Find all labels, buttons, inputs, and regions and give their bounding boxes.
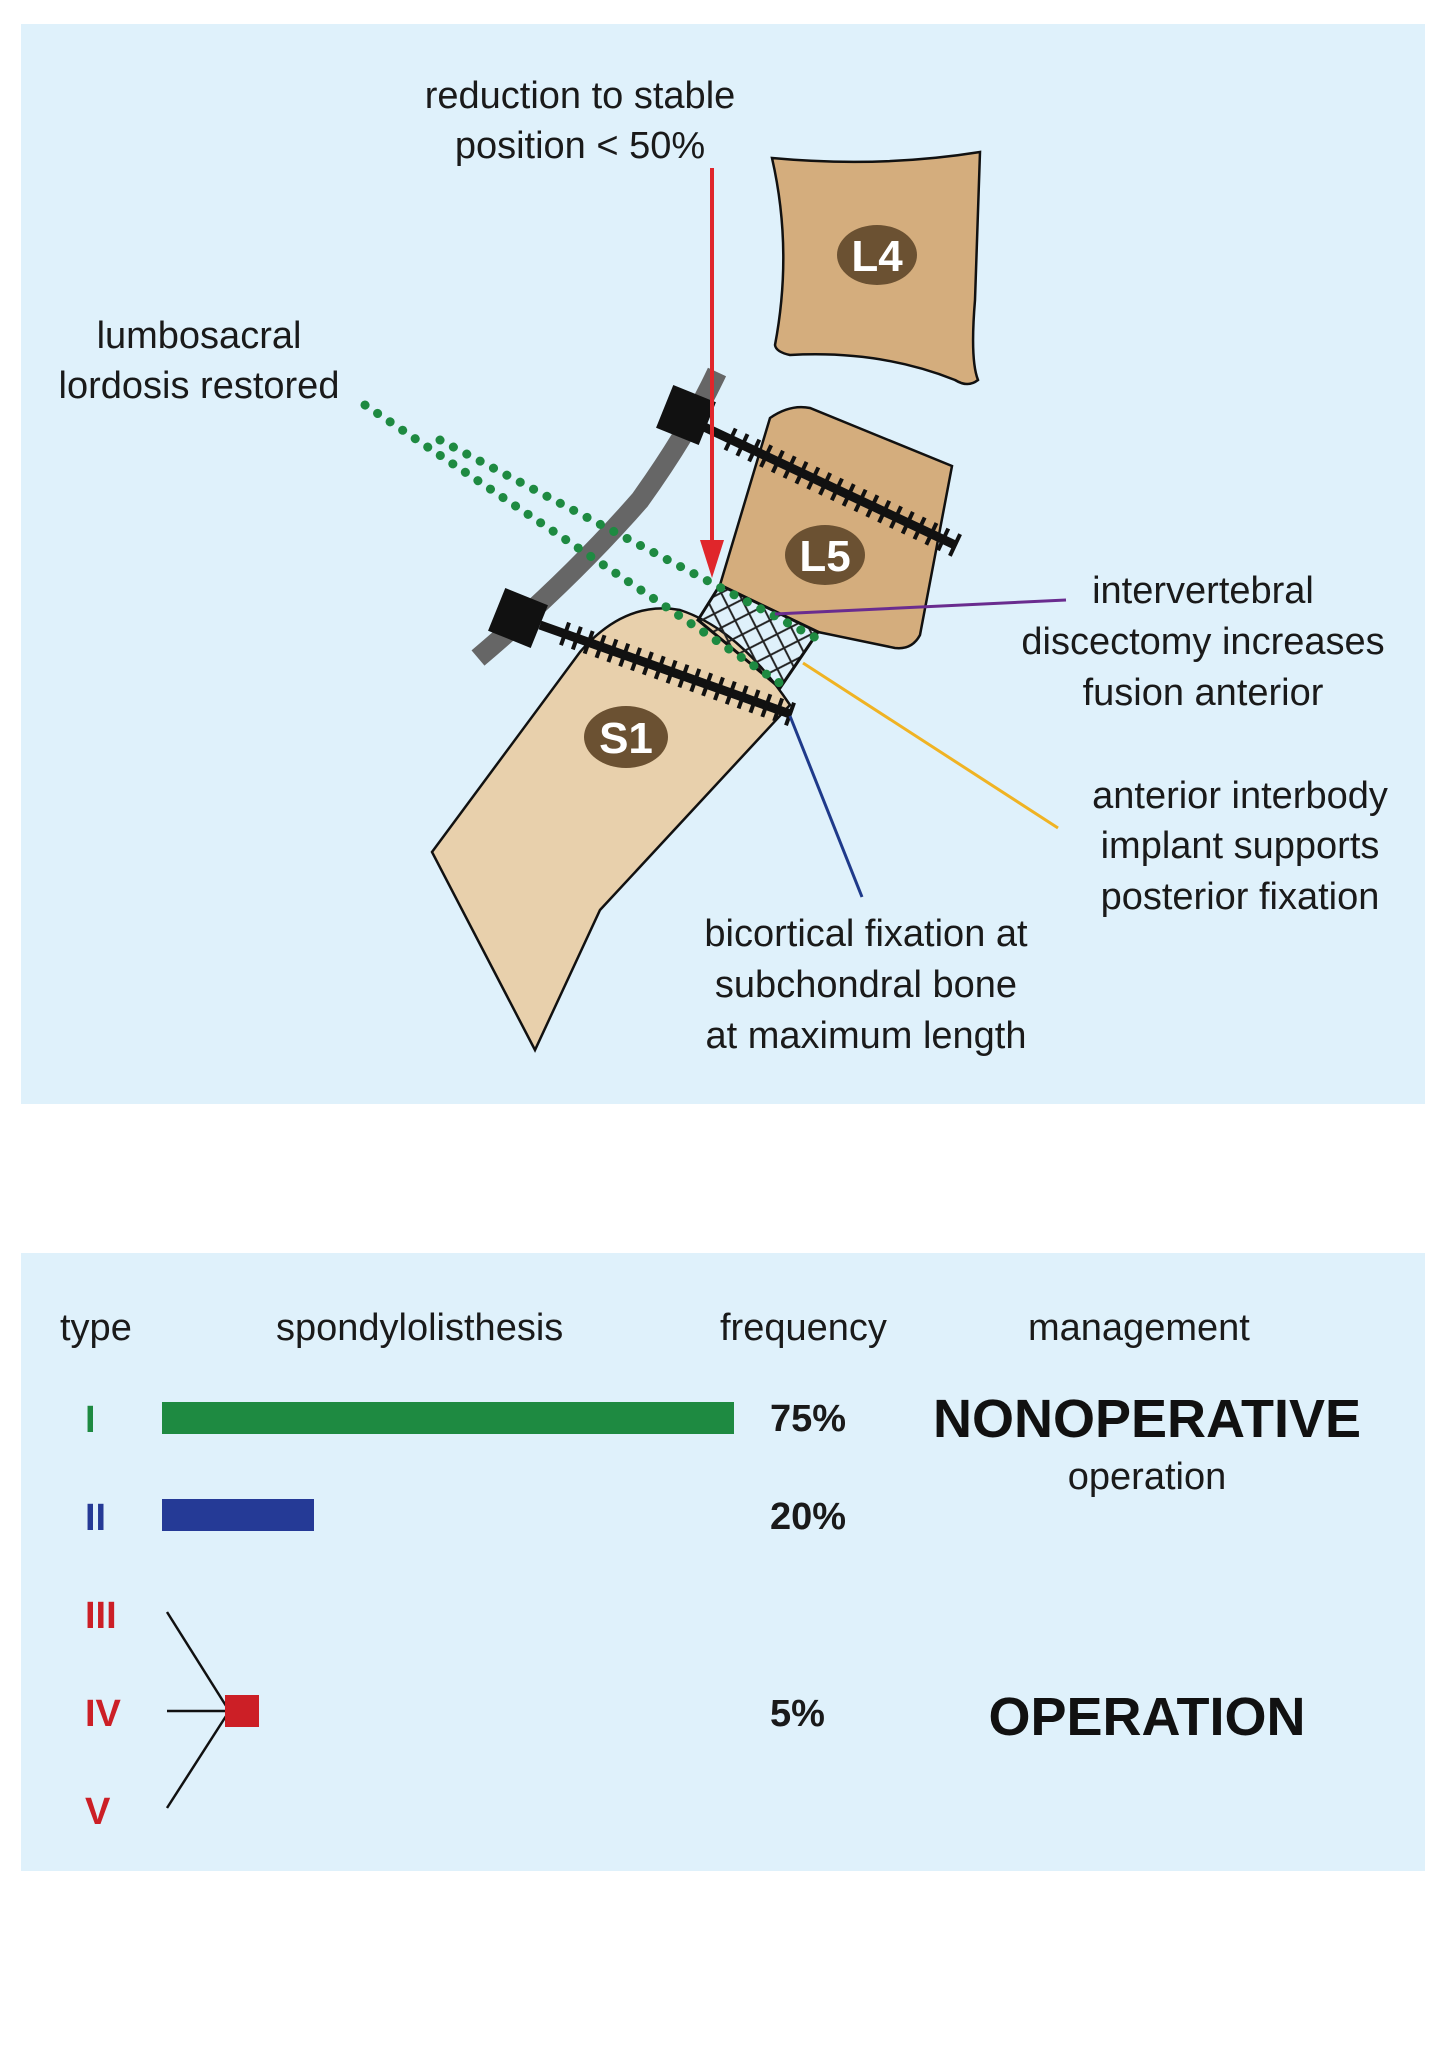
screw-thread: [570, 626, 583, 651]
screw-thread: [759, 444, 773, 468]
frequency-bar-ii: [162, 1499, 314, 1531]
l5-screw-head: [656, 385, 716, 445]
screw-thread: [641, 651, 654, 676]
screw-thread: [723, 427, 738, 452]
svg-text:L4: L4: [851, 232, 903, 281]
svg-text:implant supports: implant supports: [1101, 825, 1380, 867]
screw-thread: [889, 505, 903, 529]
type-label-ii: II: [85, 1497, 106, 1539]
type-label-iv: IV: [85, 1693, 122, 1735]
screw-thread: [948, 533, 962, 557]
svg-text:reduction to stable: reduction to stable: [425, 75, 736, 117]
s1-badge: S1: [584, 706, 668, 768]
header-management: management: [1028, 1307, 1250, 1349]
s1-screw-head: [488, 588, 548, 648]
svg-text:lumbosacral: lumbosacral: [97, 315, 302, 357]
svg-text:S1: S1: [599, 714, 653, 763]
frequency-value-ii: 20%: [770, 1496, 846, 1538]
svg-text:discectomy increases: discectomy increases: [1021, 621, 1384, 663]
screw-thread: [665, 659, 678, 684]
screw-thread: [806, 466, 821, 491]
interbody-implant: [696, 583, 821, 691]
screw-thread: [865, 494, 880, 518]
frequency-value-i: 75%: [770, 1398, 846, 1440]
screw-thread: [936, 527, 951, 552]
s1-vertebra: [430, 607, 792, 1053]
screw-thread: [924, 522, 939, 546]
header-spondylolisthesis: spondylolisthesis: [276, 1307, 563, 1349]
l5-badge: L5: [785, 525, 865, 585]
screw-thread: [912, 516, 927, 541]
svg-text:position < 50%: position < 50%: [455, 125, 705, 167]
management-nonoperative-sub: operation: [1068, 1456, 1226, 1498]
screw-thread: [853, 488, 868, 513]
header-type: type: [60, 1307, 132, 1349]
screw-thread: [784, 702, 796, 726]
screw-thread: [794, 461, 809, 485]
screw-thread: [760, 693, 773, 718]
l4-badge: L4: [837, 225, 917, 285]
bicortical-label: bicortical fixation at subchondral bone …: [704, 913, 1028, 1057]
svg-text:fusion anterior: fusion anterior: [1083, 672, 1324, 714]
svg-text:intervertebral: intervertebral: [1092, 570, 1314, 612]
type-label-iii: III: [85, 1595, 117, 1637]
management-operation: OPERATION: [988, 1687, 1305, 1747]
screw-thread: [653, 655, 666, 680]
l5-pedicle-screw: [698, 420, 962, 557]
screw-thread: [724, 680, 737, 705]
discectomy-label: intervertebral discectomy increases fusi…: [1021, 570, 1384, 714]
screw-thread: [900, 511, 915, 535]
types-iii-v-connector: [165, 1611, 259, 1809]
svg-text:bicortical fixation at: bicortical fixation at: [704, 913, 1028, 955]
svg-text:at maximum length: at maximum length: [705, 1015, 1026, 1057]
screw-thread: [735, 433, 750, 457]
s1-pedicle-screw: [538, 620, 796, 726]
screw-thread: [770, 449, 785, 474]
screw-thread: [877, 499, 892, 524]
screw-thread: [594, 634, 607, 659]
screw-thread: [559, 621, 571, 646]
frequency-bar-i: [162, 1402, 734, 1434]
implant-leader: [802, 661, 1059, 830]
lordosis-dotted-line: [360, 400, 795, 695]
diagram-panel: [21, 24, 1425, 1104]
screw-thread: [630, 647, 642, 672]
screw-thread: [736, 685, 749, 710]
management-nonoperative: NONOPERATIVE: [933, 1389, 1361, 1449]
type-label-v: V: [85, 1791, 111, 1833]
bicortical-leader: [788, 715, 864, 898]
svg-text:subchondral bone: subchondral bone: [715, 964, 1017, 1006]
screw-thread: [818, 472, 833, 496]
screw-thread: [748, 689, 761, 714]
svg-text:posterior fixation: posterior fixation: [1101, 876, 1380, 918]
screw-thread: [689, 668, 702, 693]
table-header: type spondylolisthesis frequency managem…: [60, 1307, 1250, 1349]
screw-thread: [606, 638, 619, 663]
type-label-i: I: [85, 1399, 96, 1441]
screw-thread: [772, 697, 785, 722]
screw-thread: [677, 664, 690, 689]
lordosis-dotted-line: [435, 435, 825, 645]
discectomy-leader: [774, 598, 1067, 616]
screw-thread: [701, 672, 714, 697]
screw-thread: [582, 630, 595, 655]
table-panel: [21, 1253, 1425, 1871]
svg-text:anterior interbody: anterior interbody: [1092, 775, 1388, 817]
screw-thread: [841, 483, 856, 507]
lordosis-label: lumbosacral lordosis restored: [59, 315, 340, 407]
screw-thread: [782, 455, 797, 479]
frequency-value-iv: 5%: [770, 1693, 825, 1735]
implant-label: anterior interbody implant supports post…: [1092, 775, 1388, 918]
svg-text:lordosis restored: lordosis restored: [59, 365, 340, 407]
screw-thread: [618, 643, 631, 667]
header-frequency: frequency: [720, 1307, 887, 1349]
reduction-arrowhead: [700, 540, 724, 578]
screw-thread: [713, 676, 725, 701]
reduction-label: reduction to stable position < 50%: [425, 75, 736, 167]
svg-text:L5: L5: [799, 532, 850, 581]
screw-thread: [829, 477, 844, 502]
screw-thread: [747, 438, 762, 463]
